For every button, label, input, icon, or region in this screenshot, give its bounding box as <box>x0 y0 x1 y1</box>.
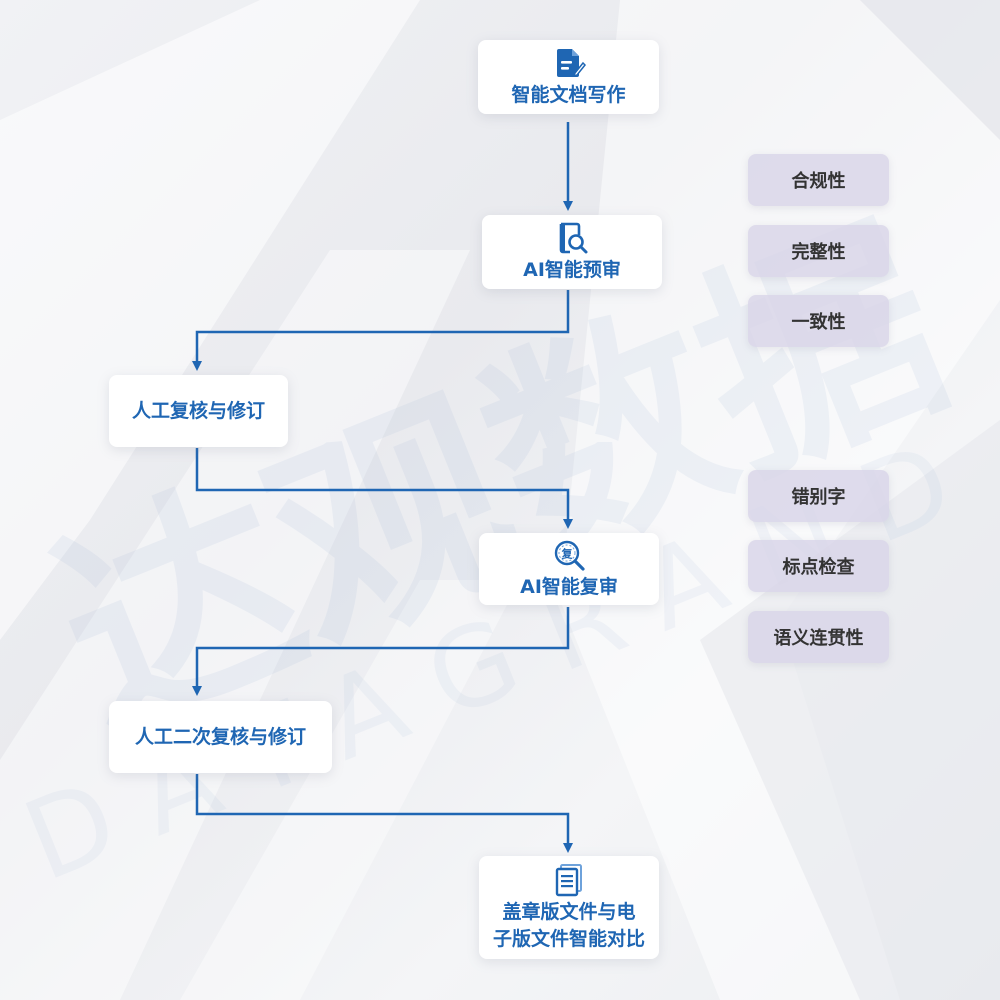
magnifier-review-icon: 复 <box>552 538 586 572</box>
node-label: 人工复核与修订 <box>131 399 265 422</box>
tag-punctuation-check: 标点检查 <box>748 540 889 592</box>
node-label-line-1: 盖章版文件与电 <box>502 900 636 923</box>
tag-consistency: 一致性 <box>748 295 889 347</box>
tag-compliance: 合规性 <box>748 154 889 206</box>
tag-typos: 错别字 <box>748 470 889 522</box>
document-edit-icon <box>552 46 586 80</box>
tag-label: 合规性 <box>791 171 846 192</box>
tag-label: 标点检查 <box>782 557 855 578</box>
tag-label: 完整性 <box>791 242 846 263</box>
node-label-line-2: 子版文件智能对比 <box>492 927 645 950</box>
node-document-writing: 智能文档写作 <box>478 40 659 114</box>
tag-label: 语义连贯性 <box>773 628 864 649</box>
document-list-icon <box>552 863 586 897</box>
svg-text:复: 复 <box>561 546 574 560</box>
node-label: 人工二次复核与修订 <box>134 725 306 748</box>
tag-label: 错别字 <box>791 487 846 508</box>
node-manual-second-review: 人工二次复核与修订 <box>109 701 332 773</box>
node-stamp-compare: 盖章版文件与电 子版文件智能对比 <box>479 856 659 959</box>
node-label: 智能文档写作 <box>511 83 626 106</box>
node-label: AI智能预审 <box>523 258 621 281</box>
tag-completeness: 完整性 <box>748 225 889 277</box>
document-search-icon <box>555 221 589 255</box>
tag-label: 一致性 <box>791 312 846 333</box>
tag-semantic-coherence: 语义连贯性 <box>748 611 889 663</box>
node-ai-re-review: 复 AI智能复审 <box>479 533 659 605</box>
node-manual-review: 人工复核与修订 <box>109 375 288 447</box>
node-label: AI智能复审 <box>520 575 618 598</box>
node-ai-pre-review: AI智能预审 <box>482 215 662 289</box>
